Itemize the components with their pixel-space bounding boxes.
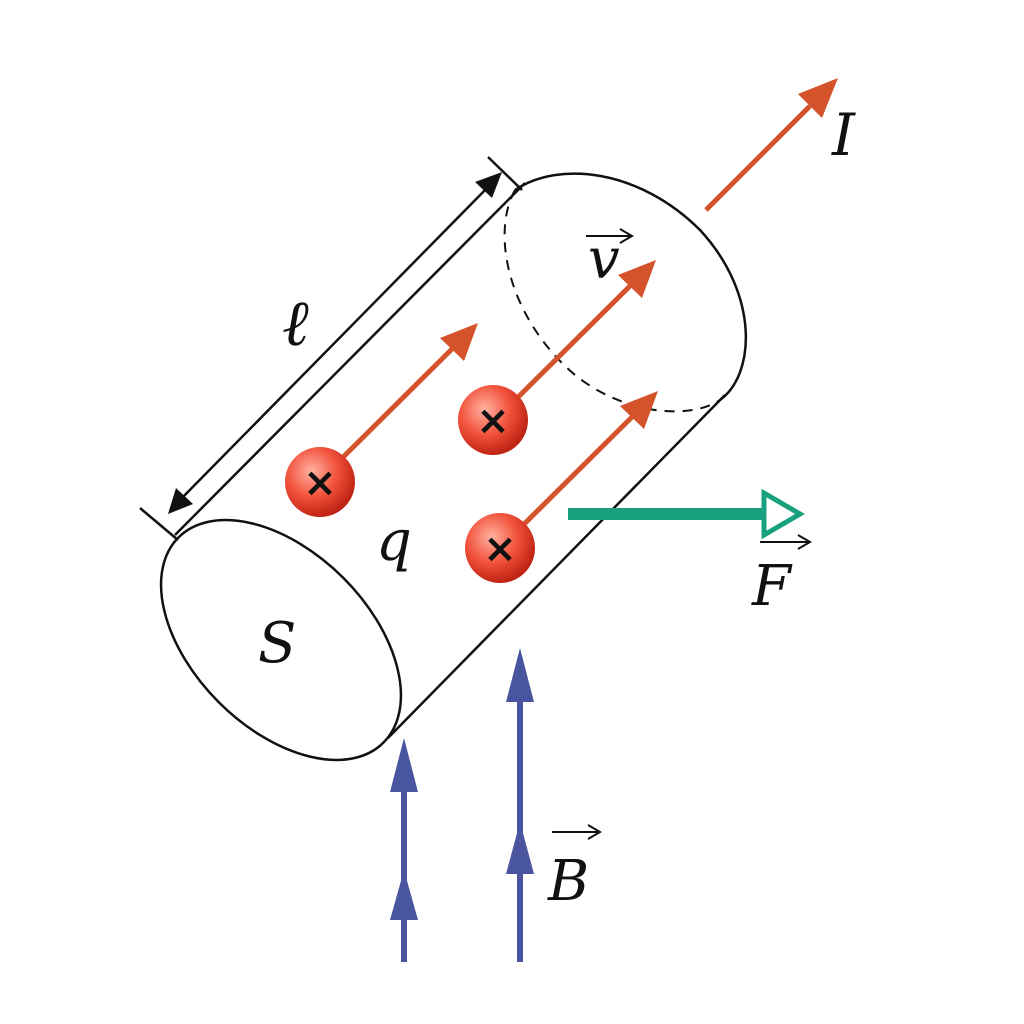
cylinder-back-face-visible (514, 172, 748, 402)
field-arrows (390, 648, 534, 962)
force-label: F (751, 554, 793, 619)
length-arrowhead-top (475, 172, 502, 198)
cylinder (159, 172, 748, 762)
cylinder-front-face (159, 518, 403, 762)
force-vector-mark (760, 534, 812, 550)
field-line (390, 738, 418, 962)
cylinder-top-edge (174, 182, 526, 536)
particle-ball (458, 385, 528, 455)
particle-ball (285, 447, 355, 517)
particle-symbol: × (303, 460, 337, 506)
field-label: B (547, 849, 589, 914)
particle-symbol: × (483, 526, 517, 572)
velocity-label: v (588, 227, 620, 292)
field-line (506, 648, 534, 962)
field-vector-mark (552, 824, 602, 840)
particle-ball (465, 513, 535, 583)
particle: × (458, 385, 528, 455)
cylinder-bottom-edge (387, 394, 726, 739)
current-arrow (704, 78, 838, 212)
current-label: I (831, 101, 856, 169)
force-arrow (568, 488, 805, 540)
particle-symbol: × (476, 398, 510, 444)
cylinder-back-face-hidden (503, 189, 721, 413)
area-label: S (258, 611, 296, 676)
length-arrowhead-bottom (168, 488, 193, 514)
velocity-vector-mark (586, 228, 634, 244)
particle: × (285, 447, 355, 517)
length-label: ℓ (282, 287, 309, 361)
velocity-arrow (493, 260, 656, 422)
length-tick-bottom (139, 507, 179, 541)
length-tick-top (487, 156, 523, 191)
charge-label: q (376, 509, 412, 574)
particle: × (465, 513, 535, 583)
length-dimension-line (177, 184, 491, 503)
length-dimension (139, 156, 523, 541)
